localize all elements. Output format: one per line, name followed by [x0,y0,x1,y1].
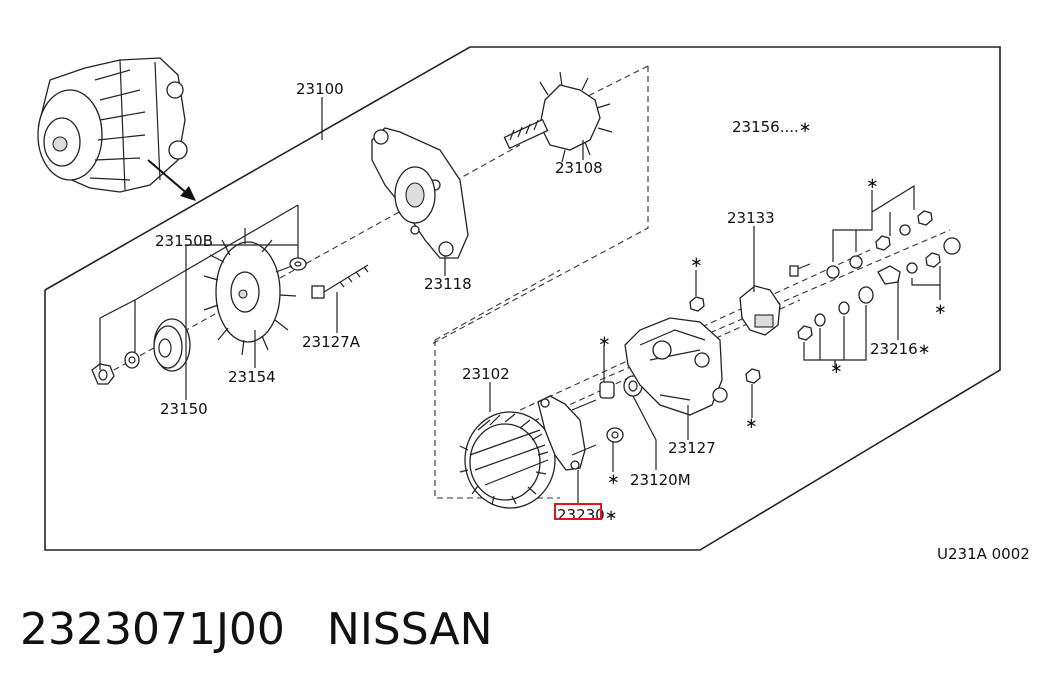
caption-part-number: 2323071J00 [20,604,285,655]
stator-illustration [459,411,556,509]
label-23127: 23127 [668,439,716,457]
label-23156: 23156....∗ [732,118,811,136]
asterisk-marker: ∗ [598,332,611,350]
label-23133: 23133 [727,209,775,227]
label-23127A: 23127A [302,333,361,351]
caption-brand: NISSAN [326,604,493,655]
outer-frame [44,46,1001,551]
rear-nut-illustration [745,368,761,384]
pulley-nut-illustration [91,351,140,385]
exploded-parts-diagram: 23100 23108 23118 23150B 23150 23154 231… [37,46,1030,563]
through-bolt-illustration [311,264,369,299]
pulley-illustration [153,318,191,372]
diagram-code: U231A 0002 [937,545,1030,563]
asterisk-marker: ∗ [866,174,879,192]
rear-housing-illustration [624,317,728,416]
label-23230: 23230∗ [557,506,617,524]
label-23120M: 23120M [630,471,691,489]
asterisk-marker: ∗ [607,470,620,488]
asterisk-marker: ∗ [745,414,758,432]
asterisk-marker: ∗ [690,253,703,271]
alternator-assembly-illustration [37,57,188,193]
caption-spacer [285,604,327,655]
washer-illustration [289,257,307,271]
rectifier-illustration [537,395,597,471]
rotor-illustration [503,71,613,163]
asterisk-marker: ∗ [934,300,947,318]
label-23100: 23100 [296,80,344,98]
selected-part-highlight [554,503,602,520]
leader-lines [99,97,941,503]
insulator-bushings-illustration [599,381,624,443]
label-23216: 23216∗ [870,340,930,358]
label-23108: 23108 [555,159,603,177]
terminal-hardware-illustration [797,210,961,341]
label-23150: 23150 [160,400,208,418]
part-caption: 2323071J00 NISSAN [20,600,493,660]
asterisk-marker: ∗ [830,359,843,377]
fan-illustration [203,228,297,356]
label-23102: 23102 [462,365,510,383]
assembly-arrow [147,159,196,201]
label-23154: 23154 [228,368,276,386]
front-housing-illustration [371,127,469,259]
brush-holder-illustration [739,263,811,336]
label-23150B: 23150B [155,232,213,250]
label-23118: 23118 [424,275,472,293]
terminal-nut-illustration [689,296,705,312]
